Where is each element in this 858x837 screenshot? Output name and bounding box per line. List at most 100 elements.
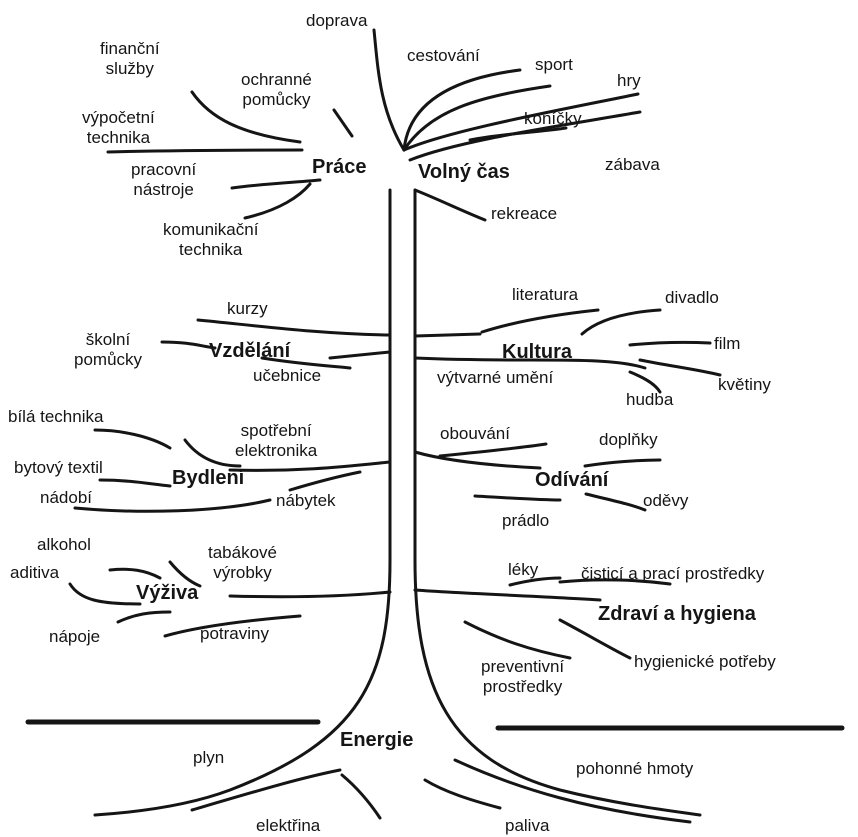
label-bila: bílá technika — [8, 407, 104, 426]
branch-leky — [508, 576, 562, 587]
branch-financni — [190, 90, 302, 144]
label-hry: hry — [617, 71, 641, 90]
label-bytovy: bytový textil — [14, 458, 103, 477]
branch-kvetiny — [638, 358, 722, 377]
category-energie: Energie — [340, 729, 414, 751]
label-ochranne-2: pomůcky — [242, 90, 311, 109]
label-zabava: zábava — [605, 155, 660, 174]
label-preventivni-1: preventivní — [481, 657, 565, 676]
label-nabytek: nábytek — [276, 491, 336, 510]
label-financni: finanční služby — [100, 39, 160, 79]
label-pracovni: pracovní nástroje — [131, 160, 196, 200]
label-financni-1: finanční — [100, 39, 160, 58]
category-vyziva: Výživa — [136, 582, 199, 604]
label-skolni: školní pomůcky — [74, 330, 142, 370]
label-cestovani: cestování — [407, 46, 480, 65]
branch-odivani — [413, 450, 542, 470]
label-film: film — [714, 334, 741, 353]
label-pradlo: prádlo — [502, 511, 550, 530]
branch-kultura — [413, 332, 482, 338]
category-bydleni: Bydlení — [172, 467, 245, 489]
category-volny-cas: Volný čas — [418, 161, 510, 183]
branch-bydleni — [228, 460, 392, 472]
label-spotrebni-1: spotřební — [240, 421, 312, 440]
branch-rekreace — [413, 188, 487, 222]
branch-nadobi — [73, 498, 272, 513]
label-pohonne: pohonné hmoty — [576, 759, 694, 778]
label-vytvarne: výtvarné umění — [437, 368, 554, 387]
label-tabakove: tabákové výrobky — [208, 543, 277, 583]
branch-nabytek — [288, 470, 362, 492]
label-konicky: koníčky — [524, 109, 582, 128]
branch-vzdelani — [328, 350, 392, 360]
label-hudba: hudba — [626, 390, 674, 409]
label-ochranne-1: ochranné — [241, 70, 312, 89]
branch-odevy — [584, 492, 647, 512]
branch-film — [628, 340, 712, 347]
branch-pohonne — [453, 758, 692, 824]
label-vypocetni-2: technika — [86, 128, 151, 147]
branch-vyziva — [228, 590, 392, 599]
label-elektrina: elektřina — [256, 816, 321, 835]
label-cistici: čisticí a prací prostředky — [581, 564, 765, 583]
label-skolni-1: školní — [85, 330, 131, 349]
category-kultura: Kultura — [502, 341, 572, 363]
label-aditiva: aditiva — [10, 563, 60, 582]
branch-hygienicke — [558, 618, 632, 660]
label-ucebnice: učebnice — [253, 366, 322, 385]
category-odivani: Odívání — [535, 469, 609, 491]
label-skolni-2: pomůcky — [74, 350, 143, 369]
branch-hudba — [628, 370, 662, 394]
label-leky: léky — [508, 560, 539, 579]
label-plyn: plyn — [193, 748, 225, 767]
branch-ochranne — [332, 108, 354, 138]
label-hygienicke: hygienické potřeby — [634, 652, 776, 671]
label-preventivni-2: prostředky — [482, 677, 563, 696]
label-spotrebni-2: elektronika — [235, 441, 318, 460]
branch-aditiva — [68, 582, 142, 606]
label-alkohol: alkohol — [37, 535, 91, 554]
branch-napoje — [116, 610, 172, 624]
label-tabakove-1: tabákové — [208, 543, 277, 562]
label-obouvani: obouvání — [440, 424, 510, 443]
label-pracovni-2: nástroje — [133, 180, 194, 199]
label-spotrebni: spotřební elektronika — [235, 421, 317, 461]
trunk-right — [413, 188, 702, 817]
label-ochranne: ochranné pomůcky — [241, 70, 312, 110]
label-doprava: doprava — [306, 11, 368, 30]
branch-pradlo — [473, 494, 562, 502]
label-paliva: paliva — [505, 816, 550, 835]
label-pracovni-1: pracovní — [131, 160, 197, 179]
label-financni-2: služby — [105, 59, 154, 78]
branch-pracovni — [230, 178, 322, 190]
branch-vytvarne — [413, 356, 647, 370]
branch-doplnky — [583, 458, 662, 468]
branch-obouvani — [438, 442, 548, 458]
label-kvetiny: květiny — [718, 375, 771, 394]
trunk-left — [93, 188, 392, 817]
branch-zdravi — [413, 588, 602, 602]
branch-spotrebni — [183, 438, 242, 468]
category-prace: Práce — [312, 156, 367, 178]
branch-potraviny — [163, 614, 302, 638]
label-kurzy: kurzy — [227, 299, 268, 318]
label-doplnky: doplňky — [599, 430, 658, 449]
label-potraviny: potraviny — [200, 624, 269, 643]
label-komunikacni-2: technika — [179, 240, 243, 259]
label-napoje: nápoje — [49, 627, 101, 646]
branch-divadlo — [580, 308, 662, 336]
label-literatura: literatura — [512, 285, 579, 304]
branch-paliva — [423, 778, 502, 810]
branch-doprava — [372, 28, 406, 152]
branch-tabakove — [168, 560, 202, 588]
label-komunikacni-1: komunikační — [163, 220, 259, 239]
branch-literatura — [480, 308, 600, 334]
label-komunikacni: komunikační technika — [163, 220, 258, 260]
branch-vypocetni — [106, 148, 304, 154]
branch-plyn — [190, 768, 342, 812]
label-tabakove-2: výrobky — [213, 563, 272, 582]
label-rekreace: rekreace — [491, 204, 558, 223]
label-preventivni: preventivní prostředky — [481, 657, 564, 697]
branch-bytovy — [98, 478, 172, 488]
